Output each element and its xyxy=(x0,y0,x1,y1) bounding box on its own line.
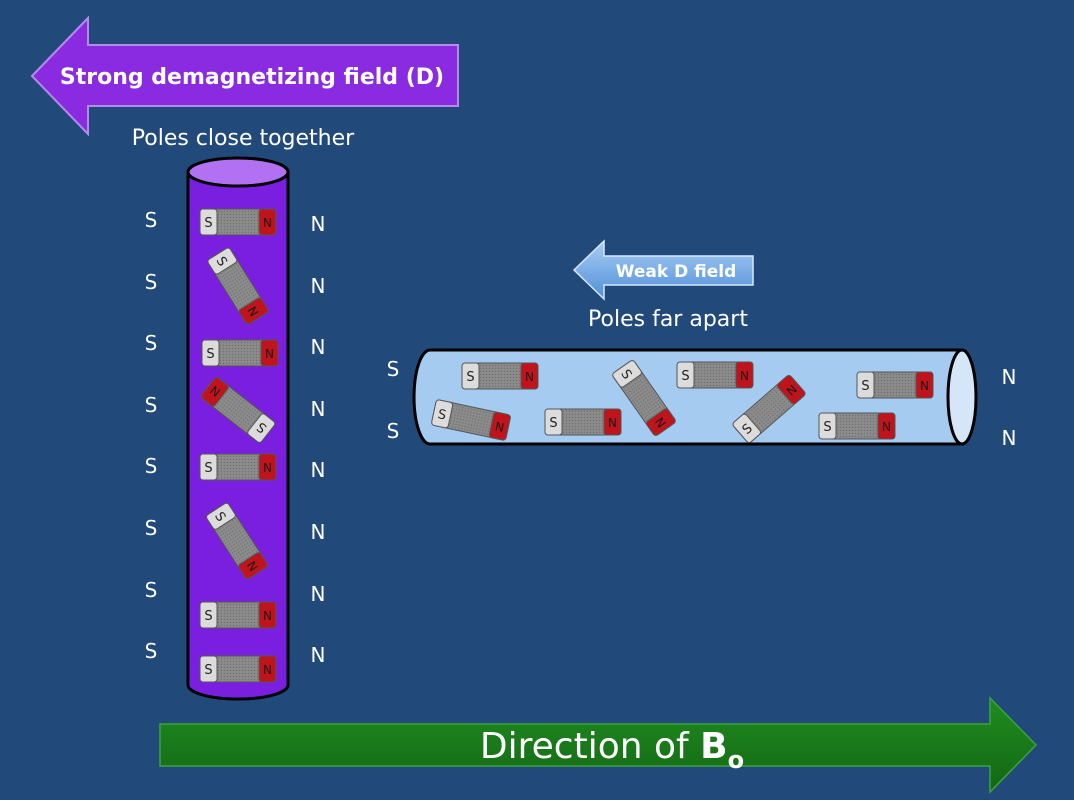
pole-label-n: N xyxy=(1002,426,1017,450)
vertical-magnet xyxy=(199,601,277,629)
strong-demagnetizing-arrow: Strong demagnetizing field (D) xyxy=(30,15,459,137)
pole-label-s: S xyxy=(387,357,400,381)
direction-label-symbol: B xyxy=(700,726,727,767)
vertical-magnet xyxy=(201,339,279,367)
pole-label-n: N xyxy=(311,458,326,482)
vertical-magnet xyxy=(199,655,277,683)
vertical-north-labels: N N N N N N N N xyxy=(311,212,326,667)
pole-label-n: N xyxy=(1002,365,1017,389)
direction-bo-label: Direction of Bo xyxy=(480,726,744,774)
pole-label-s: S xyxy=(145,331,158,355)
pole-label-s: S xyxy=(145,639,158,663)
vertical-south-labels: S S S S S S S S xyxy=(145,208,158,663)
pole-label-s: S xyxy=(145,270,158,294)
direction-label-prefix: Direction of xyxy=(480,726,700,767)
pole-label-s: S xyxy=(145,208,158,232)
horizontal-magnet xyxy=(856,371,934,399)
pole-label-s: S xyxy=(145,516,158,540)
pole-label-n: N xyxy=(311,643,326,667)
direction-label-subscript: o xyxy=(728,746,745,774)
horizontal-magnet xyxy=(461,362,539,390)
pole-label-n: N xyxy=(311,212,326,236)
direction-bo-arrow: Direction of Bo xyxy=(159,696,1038,794)
pole-label-n: N xyxy=(311,397,326,421)
pole-label-n: N xyxy=(311,335,326,359)
horizontal-magnet xyxy=(544,408,622,436)
pole-label-s: S xyxy=(145,454,158,478)
vertical-magnet xyxy=(199,453,277,481)
vertical-magnet xyxy=(199,208,277,236)
pole-label-n: N xyxy=(311,520,326,544)
weak-field-arrow: Weak D field xyxy=(572,239,754,301)
weak-field-label: Weak D field xyxy=(616,262,737,282)
pole-label-s: S xyxy=(145,578,158,602)
vertical-cylinder-caption: Poles close together xyxy=(132,126,355,151)
horizontal-magnet xyxy=(676,361,754,389)
pole-label-n: N xyxy=(311,274,326,298)
pole-label-n: N xyxy=(311,582,326,606)
horizontal-magnet xyxy=(818,412,896,440)
horizontal-cylinder-caption: Poles far apart xyxy=(588,307,748,332)
pole-label-s: S xyxy=(387,419,400,443)
pole-label-s: S xyxy=(145,393,158,417)
strong-demagnetizing-label: Strong demagnetizing field (D) xyxy=(60,65,444,90)
